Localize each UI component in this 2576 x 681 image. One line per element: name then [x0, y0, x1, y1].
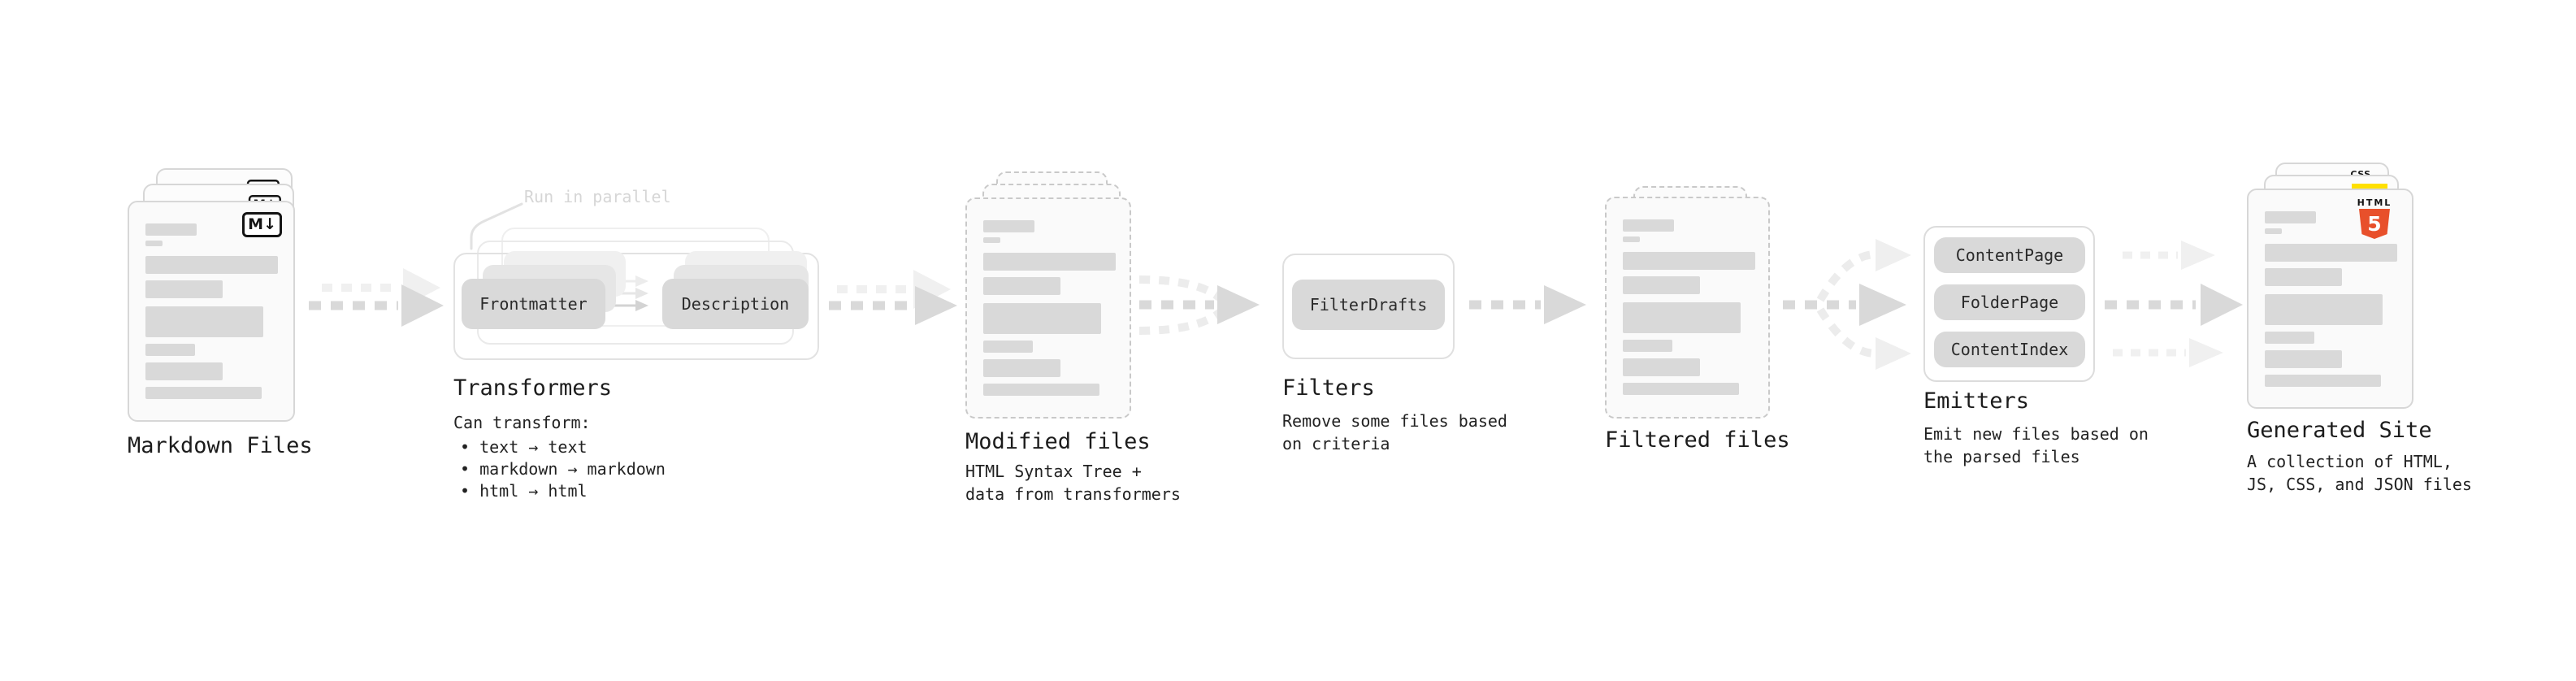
arrow-emitters-to-generated: [2105, 241, 2243, 367]
modified-file-card-front: [965, 197, 1131, 419]
modified-files-desc: HTML Syntax Tree + data from transformer…: [965, 462, 1181, 504]
html5-icon-number: 5: [2367, 212, 2382, 236]
markdown-file-card-front: M↓: [128, 201, 295, 422]
markdown-icon: M↓: [242, 212, 282, 237]
arrow-filtered-to-emitters-split: [1783, 239, 1911, 370]
arrow-modified-to-filters-merge: [1138, 275, 1260, 335]
stage-label-markdown-files: Markdown Files: [128, 433, 313, 458]
frontmatter-node: Frontmatter: [462, 279, 605, 329]
document-placeholder-lines: [1607, 198, 1768, 395]
transformers-bullet-list: • text → text • markdown → markdown • ht…: [460, 436, 666, 502]
contentpage-node: ContentPage: [1934, 237, 2085, 273]
html5-icon-word: HTML: [2357, 197, 2392, 208]
arrow-transformers-to-modified: [829, 270, 957, 325]
transformers-frame-front: [453, 253, 819, 360]
folderpage-node: FolderPage: [1934, 284, 2085, 320]
generated-html-card: HTML 5: [2247, 189, 2413, 409]
document-placeholder-lines: [2249, 190, 2412, 387]
html5-icon: HTML 5: [2357, 197, 2392, 239]
document-placeholder-lines: [967, 199, 1130, 396]
html5-icon-shield: 5: [2359, 209, 2390, 239]
document-placeholder-lines: [129, 202, 293, 399]
stage-label-modified-files: Modified files: [965, 429, 1151, 454]
arrow-filters-to-filtered: [1469, 285, 1586, 324]
emitters-desc: Emit new files based on the parsed files: [1923, 424, 2149, 466]
bullet-html-to-html: • html → html: [460, 481, 588, 501]
run-in-parallel-note: Run in parallel: [524, 187, 671, 206]
bullet-markdown-to-markdown: • markdown → markdown: [460, 459, 666, 479]
contentindex-node: ContentIndex: [1934, 332, 2085, 367]
bullet-text-to-text: • text → text: [460, 437, 588, 457]
arrow-markdown-to-transformers: [309, 268, 444, 327]
filters-desc: Remove some files based on criteria: [1282, 411, 1507, 453]
filterdrafts-node: FilterDrafts: [1292, 280, 1445, 330]
stage-label-emitters: Emitters: [1923, 388, 2030, 414]
run-in-parallel-leader-line: [470, 202, 523, 250]
stage-label-filters: Filters: [1282, 375, 1375, 401]
filtered-file-card-front: [1605, 197, 1770, 419]
stage-label-filtered-files: Filtered files: [1605, 427, 1790, 453]
transformers-desc-title: Can transform:: [453, 413, 591, 432]
stage-label-transformers: Transformers: [453, 375, 613, 401]
generated-site-desc: A collection of HTML, JS, CSS, and JSON …: [2247, 452, 2472, 494]
stage-label-generated-site: Generated Site: [2247, 418, 2432, 443]
description-node: Description: [662, 279, 809, 329]
